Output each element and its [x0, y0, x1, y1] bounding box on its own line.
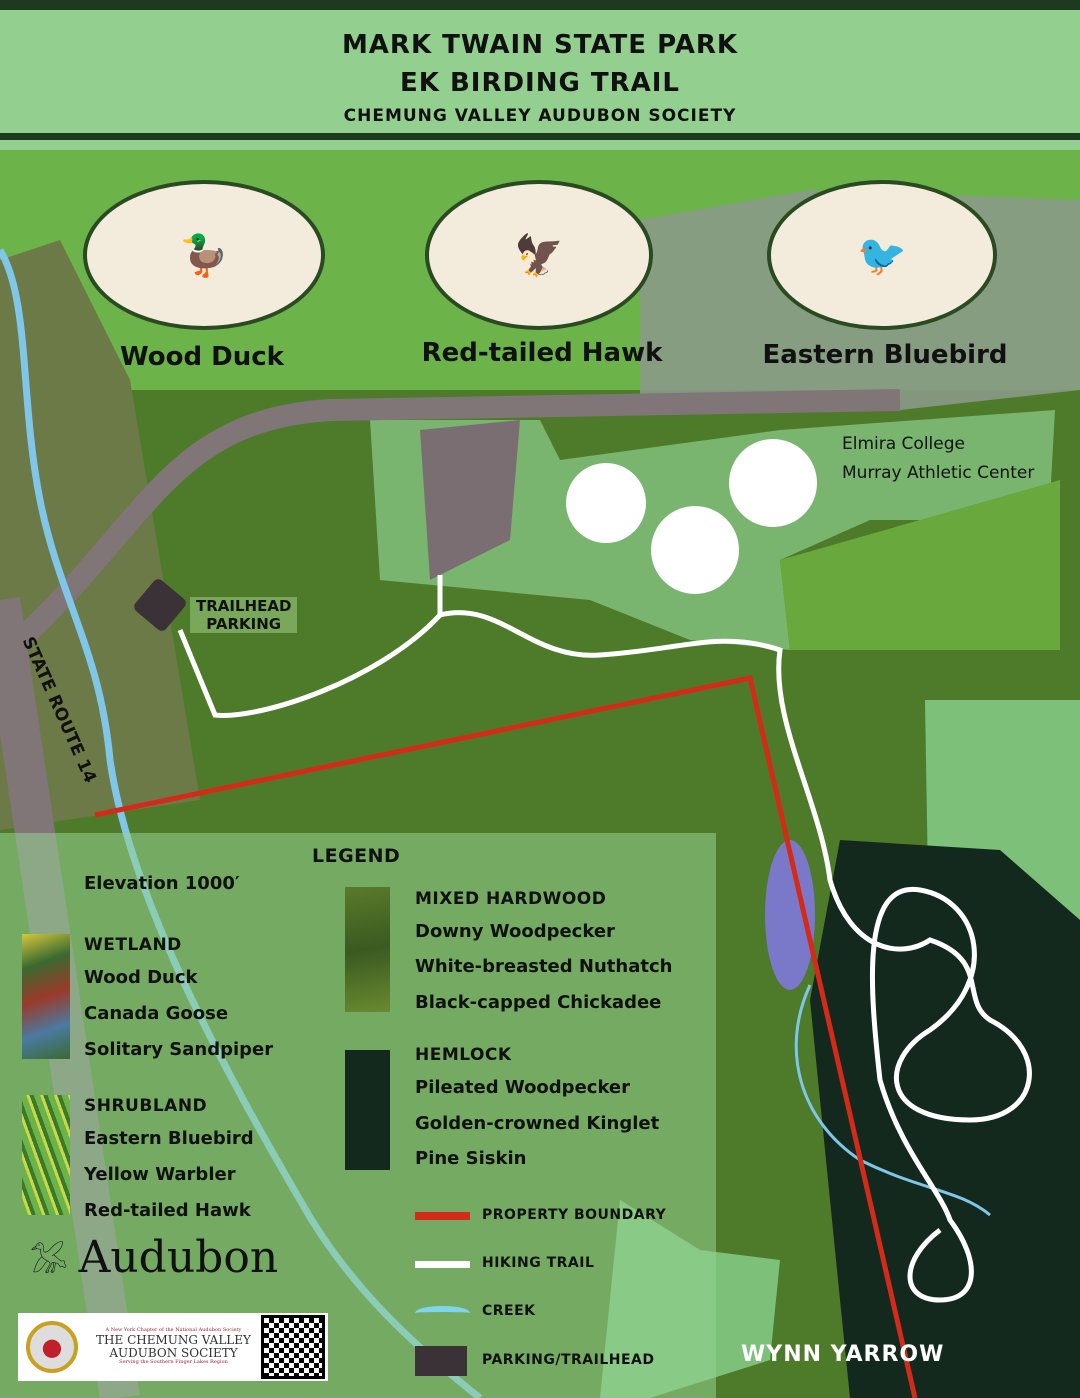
creek-line-swatch — [415, 1306, 470, 1320]
bird: Wood Duck — [84, 967, 198, 988]
bird: Pine Siskin — [415, 1148, 527, 1169]
hemlock-swatch — [345, 1050, 390, 1170]
legend-parking: PARKING/TRAILHEAD — [482, 1352, 655, 1368]
habitat-hemlock: HEMLOCK — [415, 1045, 512, 1065]
access-road — [12, 389, 901, 649]
habitat-mixed-hardwood: MIXED HARDWOOD — [415, 889, 607, 909]
legend-creek: CREEK — [482, 1303, 536, 1319]
bird: Golden-crowned Kinglet — [415, 1113, 660, 1134]
college-label: Elmira College Murray Athletic Center — [842, 430, 1034, 488]
bird-label-red-tailed-hawk: Red-tailed Hawk — [421, 338, 663, 368]
credit: WYNN YARROW — [741, 1342, 945, 1367]
bird: Black-capped Chickadee — [415, 992, 662, 1013]
mixed-hardwood-swatch — [345, 887, 390, 1012]
trailhead-line1: TRAILHEAD — [196, 597, 292, 615]
wood-duck-image: 🦆 — [83, 180, 325, 330]
shrubland-swatch — [22, 1095, 70, 1215]
divider — [0, 133, 1080, 140]
audubon-wordmark: Audubon — [78, 1232, 279, 1283]
cvas-line2: AUDUBON SOCIETY — [109, 1346, 238, 1360]
wetland-swatch — [22, 934, 70, 1059]
elevation: Elevation 1000′ — [84, 873, 240, 894]
bird: Pileated Woodpecker — [415, 1077, 631, 1098]
college-line2: Murray Athletic Center — [842, 463, 1035, 483]
wetland-area — [0, 240, 200, 830]
bird: Downy Woodpecker — [415, 921, 615, 942]
cvas-logo: ● A New York Chapter of the National Aud… — [18, 1313, 328, 1381]
bird-label-eastern-bluebird: Eastern Bluebird — [762, 340, 1008, 370]
qr-code[interactable] — [261, 1315, 325, 1379]
property-boundary — [94, 675, 918, 1398]
parking-lot — [420, 420, 520, 580]
legend-boundary: PROPERTY BOUNDARY — [482, 1207, 667, 1223]
trail-line-swatch — [415, 1261, 470, 1268]
bird: Yellow Warbler — [84, 1164, 236, 1185]
subtitle: CHEMUNG VALLEY AUDUBON SOCIETY — [343, 106, 737, 126]
trailhead-parking-icon — [134, 579, 186, 631]
bird: Canada Goose — [84, 1003, 229, 1024]
red-tailed-hawk-image: 🦅 — [425, 180, 653, 330]
habitat-shrubland: SHRUBLAND — [84, 1096, 208, 1116]
trailhead-label: TRAILHEAD PARKING — [190, 597, 298, 633]
bird: Eastern Bluebird — [84, 1128, 254, 1149]
boundary-line-swatch — [415, 1212, 470, 1220]
bird-label-wood-duck: Wood Duck — [120, 342, 284, 372]
habitat-wetland: WETLAND — [84, 935, 182, 955]
college-line1: Elmira College — [842, 434, 965, 454]
title-line2: EK BIRDING TRAIL — [400, 68, 680, 98]
title-line1: MARK TWAIN STATE PARK — [341, 30, 739, 60]
bird: Solitary Sandpiper — [84, 1039, 274, 1060]
trailhead-line2: PARKING — [206, 615, 282, 633]
bird: Red-tailed Hawk — [84, 1200, 251, 1221]
cvas-bottom: Serving the Southern Finger Lakes Region — [119, 1359, 228, 1366]
bird: White-breasted Nuthatch — [415, 956, 673, 977]
cardinal-icon: ● — [26, 1321, 78, 1373]
legend-title: LEGEND — [312, 845, 401, 867]
hiking-trail — [177, 610, 1032, 1303]
legend-trail: HIKING TRAIL — [482, 1255, 595, 1271]
cvas-line1: THE CHEMUNG VALLEY — [96, 1332, 251, 1347]
audubon-logo: 𓅮 Audubon — [30, 1232, 278, 1283]
egret-icon: 𓅮 — [30, 1245, 68, 1280]
cvas-top: A New York Chapter of the National Audub… — [105, 1327, 242, 1334]
parking-swatch — [415, 1346, 467, 1376]
pond — [765, 840, 815, 990]
eastern-bluebird-image: 🐦 — [767, 180, 997, 330]
header: MARK TWAIN STATE PARK EK BIRDING TRAIL C… — [0, 0, 1080, 150]
